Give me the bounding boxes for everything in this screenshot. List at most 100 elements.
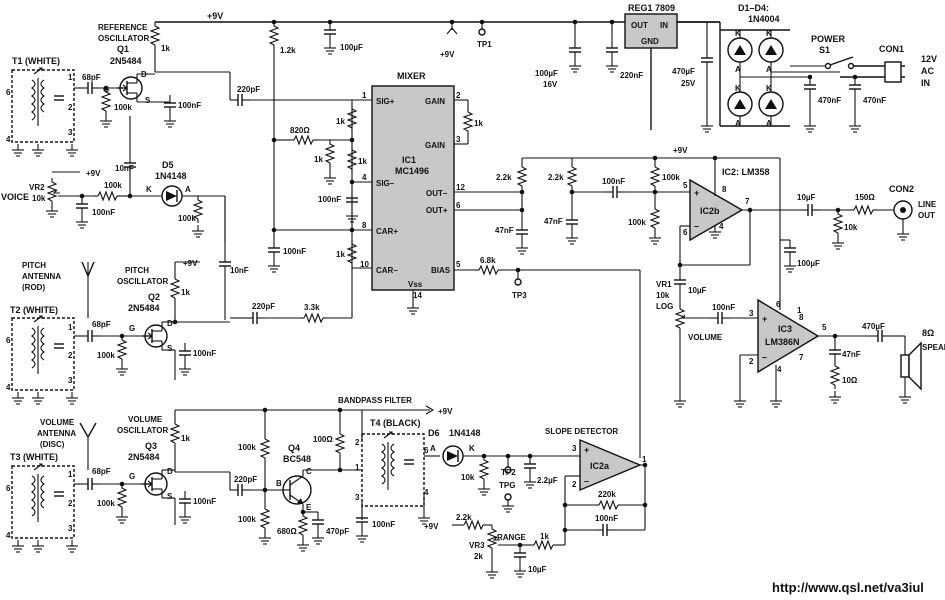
- svg-text:7: 7: [745, 197, 750, 206]
- c-10u-b: 10µF: [797, 193, 816, 202]
- svg-text:8: 8: [362, 221, 367, 230]
- svg-text:8: 8: [799, 313, 804, 322]
- d5-part: 1N4148: [155, 171, 187, 181]
- svg-text:–: –: [762, 352, 767, 362]
- c-100n-m: 100nF: [318, 195, 341, 204]
- vol-ant-3: (DISC): [40, 440, 65, 449]
- ic1-pin-carp: CAR+: [376, 227, 398, 236]
- svg-text:5: 5: [456, 260, 461, 269]
- r-1k-gain: 1k: [474, 119, 483, 128]
- c-100n-t4: 100nF: [372, 520, 395, 529]
- c-47n-a: 47nF: [495, 226, 514, 235]
- svg-text:3: 3: [749, 309, 754, 318]
- ic1-pin-gain2: GAIN: [425, 141, 445, 150]
- con1-desc-1: 12V: [921, 54, 937, 64]
- svg-text:6: 6: [6, 484, 11, 493]
- svg-text:G: G: [129, 472, 135, 481]
- q1-role-1: REFERENCE: [98, 23, 148, 32]
- svg-text:3: 3: [355, 493, 360, 502]
- vol-ant-1: VOLUME: [40, 418, 75, 427]
- svg-text:K: K: [735, 29, 741, 38]
- c-470n-b: 470nF: [863, 96, 886, 105]
- r-100k-q2: 100k: [97, 351, 115, 360]
- svg-text:1: 1: [68, 470, 73, 479]
- svg-text:E: E: [306, 503, 312, 512]
- s1-name: POWER: [811, 34, 846, 44]
- r-6k8: 6.8k: [480, 256, 496, 265]
- svg-text:4: 4: [6, 135, 11, 144]
- c-470u-a: 470µF: [672, 67, 695, 76]
- svg-text:3: 3: [68, 524, 73, 533]
- r-1k2: 1.2k: [280, 46, 296, 55]
- r-1k-m3: 1k: [314, 155, 323, 164]
- svg-text:A: A: [185, 185, 191, 194]
- svg-text:6: 6: [6, 336, 11, 345]
- q2-role-2: OSCILLATOR: [117, 277, 168, 286]
- r-100k-vr2: 100k: [104, 181, 122, 190]
- c-100u-16v-b: 16V: [543, 80, 558, 89]
- c-100n-ic2a: 100nF: [595, 514, 618, 523]
- svg-text:–: –: [694, 221, 699, 231]
- rail-label: +9V: [207, 11, 223, 21]
- d1d4-part: 1N4004: [748, 14, 780, 24]
- r-2k2-vr3: 2.2k: [456, 513, 472, 522]
- c-100n-ic2: 100nF: [602, 177, 625, 186]
- r-100k-q3: 100k: [97, 499, 115, 508]
- svg-text:12: 12: [456, 183, 465, 192]
- svg-text:2: 2: [749, 357, 754, 366]
- tpg-label: TPG: [499, 481, 515, 490]
- r-1k-q1: 1k: [161, 44, 170, 53]
- r-1k-q3: 1k: [181, 434, 190, 443]
- svg-text:1: 1: [68, 73, 73, 82]
- q1-part: 2N5484: [110, 56, 142, 66]
- svg-text:1: 1: [642, 455, 647, 464]
- ic1-part: MC1496: [395, 166, 429, 176]
- q1-ref: Q1: [117, 44, 129, 54]
- svg-text:8: 8: [722, 185, 727, 194]
- svg-text:K: K: [766, 84, 772, 93]
- r-10k-d6: 10k: [461, 473, 475, 482]
- svg-text:1: 1: [68, 323, 73, 332]
- svg-text:2: 2: [68, 103, 73, 112]
- svg-text:4: 4: [6, 531, 11, 540]
- c-220p-a: 220pF: [237, 85, 260, 94]
- svg-text:2: 2: [456, 91, 461, 100]
- svg-text:2: 2: [572, 480, 577, 489]
- d5-ref: D5: [162, 160, 174, 170]
- con1-desc-3: IN: [921, 78, 930, 88]
- svg-text:C: C: [306, 467, 312, 476]
- r-100k-q1: 100k: [114, 103, 132, 112]
- ic2b-ref: IC2: LM358: [722, 167, 770, 177]
- svg-text:A: A: [430, 444, 436, 453]
- con2-desc-1: LINE: [918, 200, 937, 209]
- spk-value: 8Ω: [922, 328, 934, 338]
- r-100k-d5: 100k: [178, 214, 196, 223]
- r-1k-vr3: 1k: [540, 532, 549, 541]
- svg-text:4: 4: [719, 222, 724, 231]
- r-150: 150Ω: [855, 193, 875, 202]
- ic1-pin-vss: Vss: [408, 280, 423, 289]
- ic1-pin-carm: CAR–: [376, 266, 398, 275]
- svg-text:10: 10: [360, 260, 369, 269]
- svg-text:D: D: [167, 319, 173, 328]
- svg-text:4: 4: [362, 173, 367, 182]
- svg-text:B: B: [276, 479, 282, 488]
- reg1-label: REG1 7809: [628, 3, 675, 13]
- c-220p-c: 220pF: [234, 475, 257, 484]
- reg1-pin-in: IN: [660, 21, 668, 30]
- q3-role-2: OSCILLATOR: [117, 426, 168, 435]
- r-100k-q4a: 100k: [238, 443, 256, 452]
- ic1-block: [371, 85, 455, 291]
- r-2k2-b: 2.2k: [548, 173, 564, 182]
- r-680: 680Ω: [277, 527, 297, 536]
- svg-text:K: K: [146, 185, 152, 194]
- c-10n-b: 10nF: [230, 266, 249, 275]
- d6-part: 1N4148: [449, 428, 481, 438]
- c-470u-b: 25V: [681, 79, 696, 88]
- con2-desc-2: OUT: [918, 211, 935, 220]
- vplus-label-4: +9V: [183, 259, 198, 268]
- svg-text:1: 1: [355, 463, 360, 472]
- ic1-pin-sigm: SIG–: [376, 179, 395, 188]
- svg-text:1: 1: [797, 306, 802, 315]
- r-820: 820Ω: [290, 126, 310, 135]
